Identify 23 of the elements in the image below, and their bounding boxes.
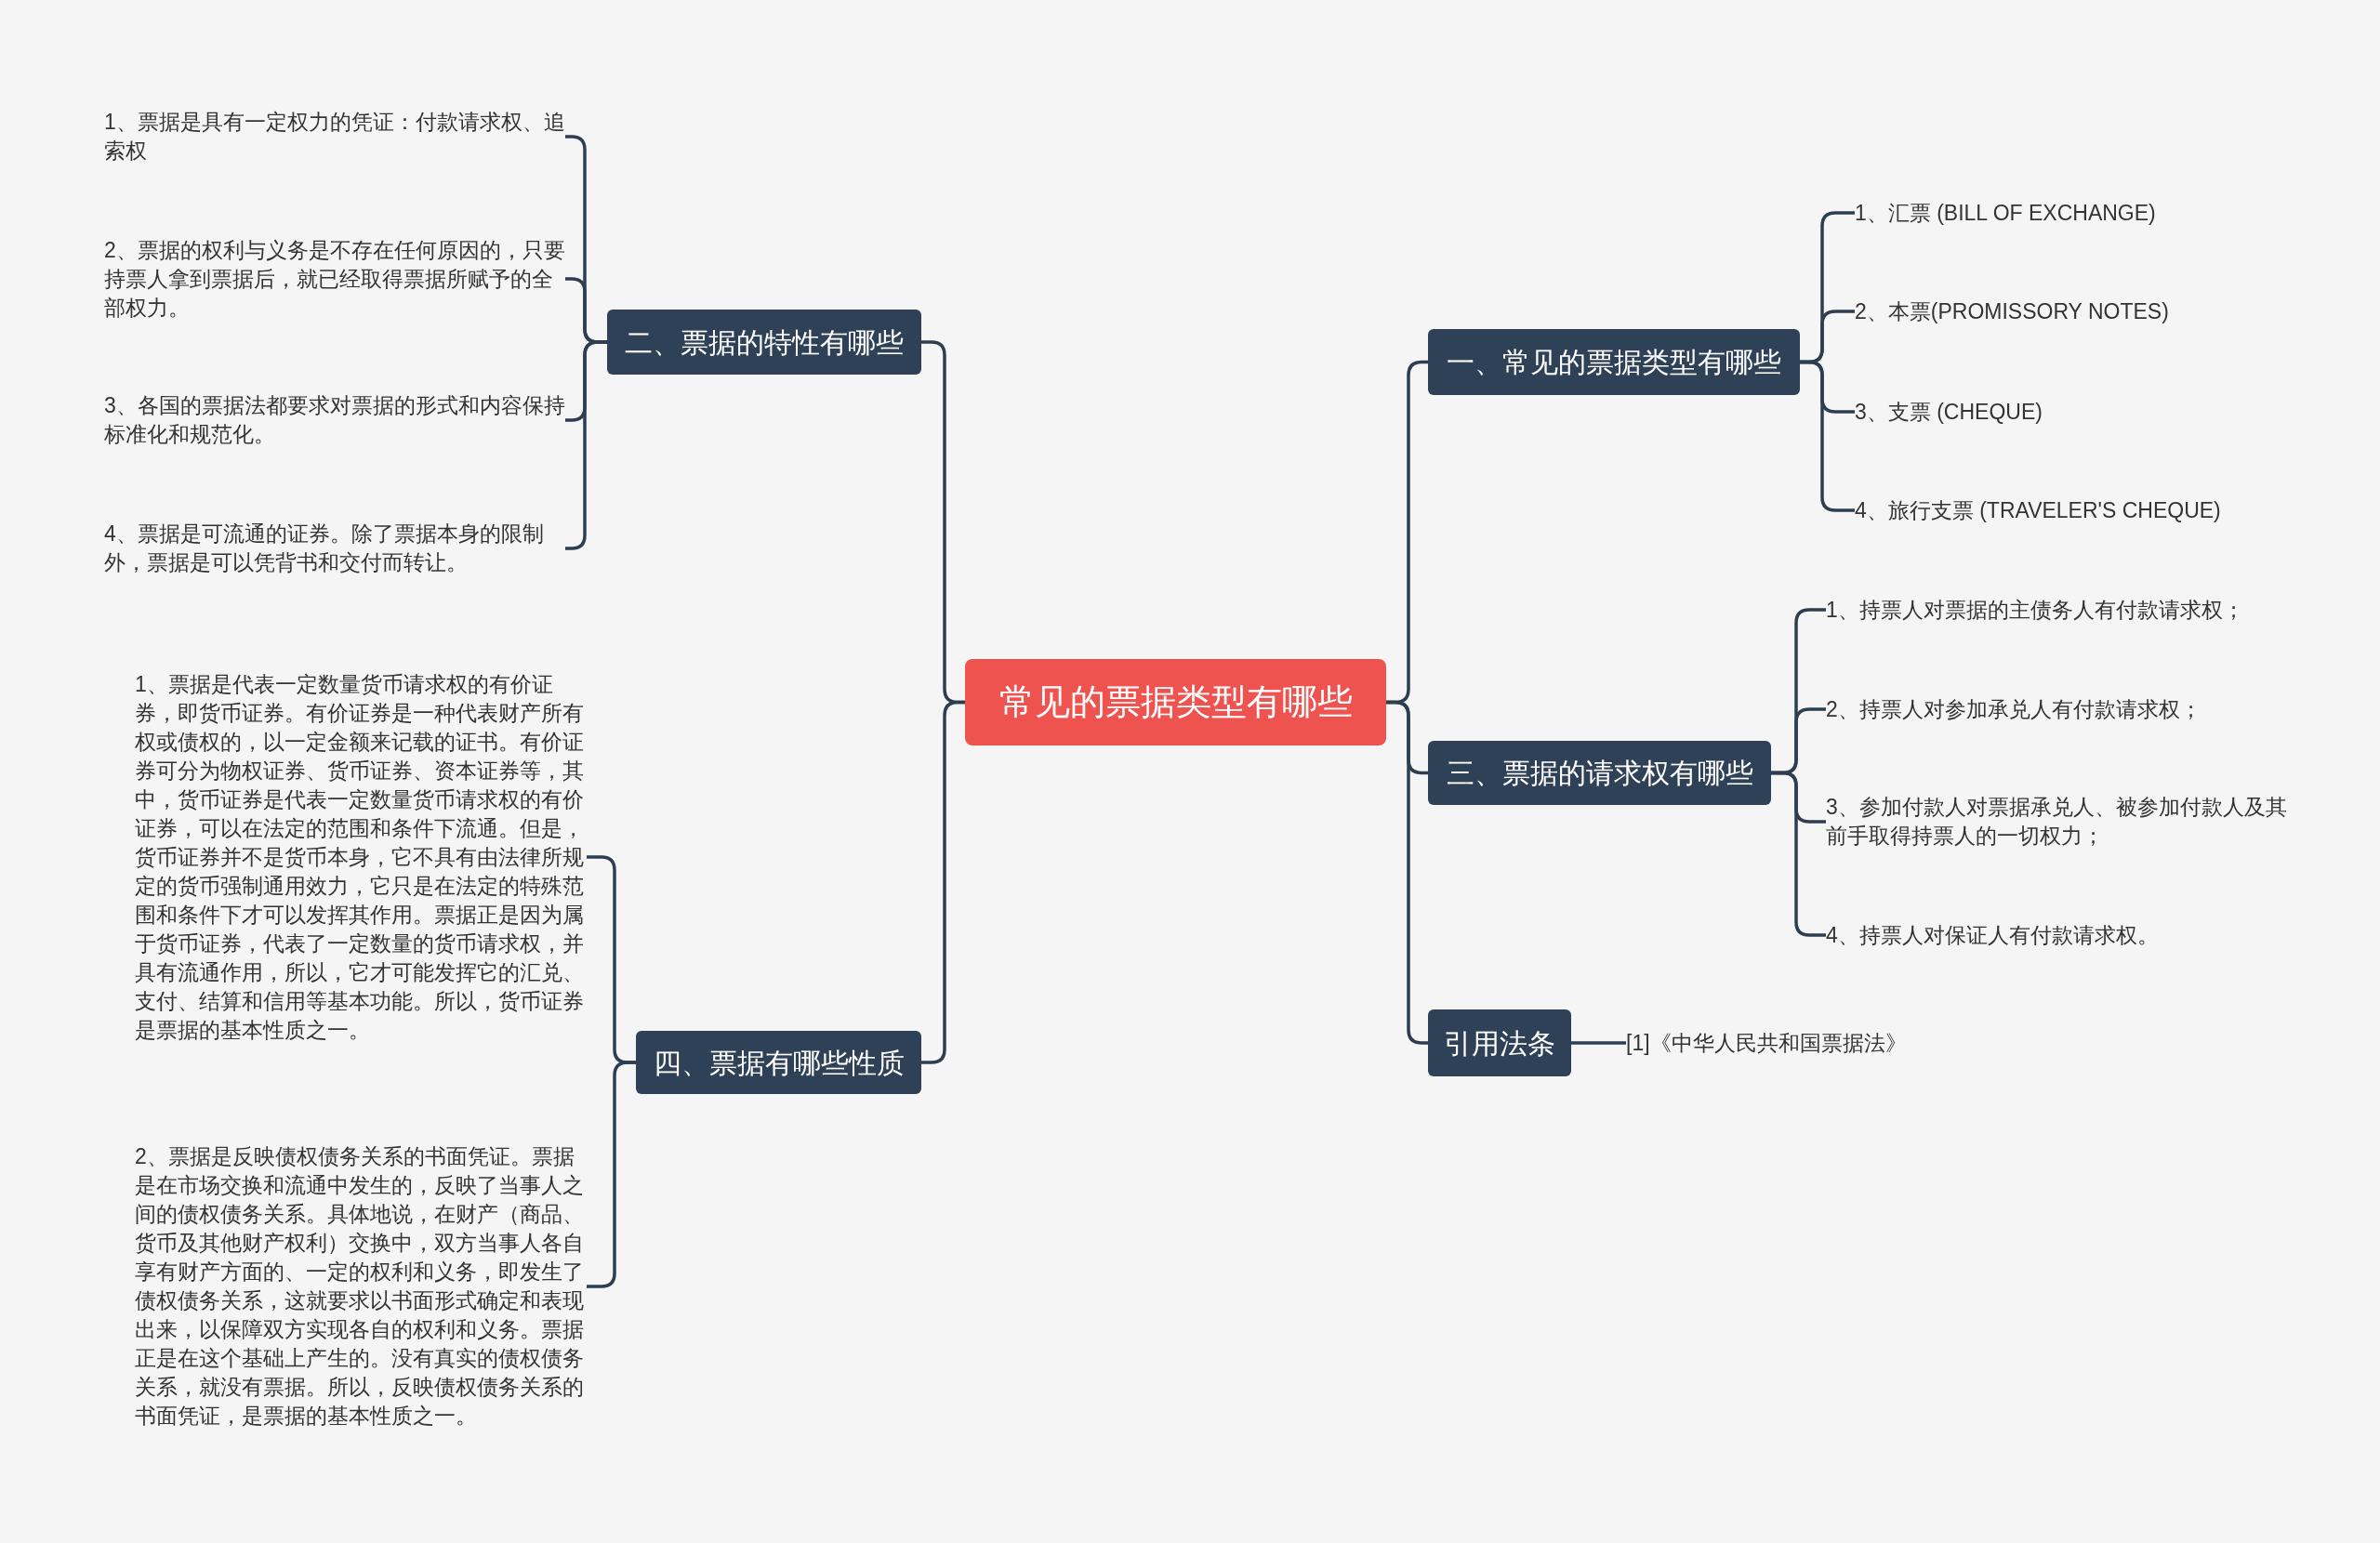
subtopic-text: 4、持票人对保证人有付款请求权。 bbox=[1826, 917, 2328, 954]
subtopic-text: 1、持票人对票据的主债务人有付款请求权； bbox=[1826, 591, 2328, 628]
topic-box: 四、票据有哪些性质 bbox=[636, 1031, 921, 1094]
subtopic-text: 1、汇票 (BILL OF EXCHANGE) bbox=[1855, 194, 2338, 231]
topic-box: 一、常见的票据类型有哪些 bbox=[1428, 329, 1800, 395]
subtopic-text: 3、参加付款人对票据承兑人、被参加付款人及其前手取得持票人的一切权力； bbox=[1826, 789, 2291, 854]
topic-box: 三、票据的请求权有哪些 bbox=[1428, 741, 1771, 805]
subtopic-text: 2、本票(PROMISSORY NOTES) bbox=[1855, 293, 2338, 330]
subtopic-text: 1、票据是代表一定数量货币请求权的有价证券，即货币证券。有价证券是一种代表财产所有权或债权的，以一定金额来记载的证书。有价证券可分为物权证券、货币证券、资本证券等，其中，货币证券是代表一定数量货币请求权的有价证券，可以在法定的范围和条件下流通。但是，货币证券并不是货币本身，它不具有由法律所规定的货币强制通用效力，它只是在法定的特殊范围和条件下才可以发挥其作用。票据正是因为属于货币证券，代表了一定数量的货币请求权，并具有流通作用，所以，它才可能发挥它的汇兑、支付、结算和信用等基本功能。所以，货币证券是票据的基本性质之一。 bbox=[135, 649, 587, 1065]
subtopic-text: 3、支票 (CHEQUE) bbox=[1855, 393, 2338, 430]
topic-box: 引用法条 bbox=[1428, 1009, 1571, 1076]
connector-line bbox=[921, 700, 965, 1064]
subtopic-text: 1、票据是具有一定权力的凭证：付款请求权、追索权 bbox=[104, 99, 565, 174]
subtopic-text: 2、票据是反映债权债务关系的书面凭证。票据是在市场交换和流通中发生的，反映了当事人之间的债权债务关系。具体地说，在财产（商品、货币及其他财产权利）交换中，双方当事人各自享有财产方面的、一定的权利和义务，即发生了债权债务关系，这就要求以书面形式确定和表现出来，以保障双方实现各自的权利和义务。票据正是在这个基础上产生的。没有真实的债权债务关系，就没有票据。所以，反映债权债务关系的书面凭证，是票据的基本性质之一。 bbox=[135, 1123, 587, 1450]
subtopic-text: [1]《中华人民共和国票据法》 bbox=[1626, 1024, 2016, 1062]
connector-line bbox=[1571, 1041, 1626, 1045]
subtopic-text: 2、持票人对参加承兑人有付款请求权； bbox=[1826, 691, 2328, 728]
subtopic-text: 3、各国的票据法都要求对票据的形式和内容保持标准化和规范化。 bbox=[104, 388, 565, 453]
subtopic-text: 4、旅行支票 (TRAVELER'S CHEQUE) bbox=[1855, 492, 2338, 529]
central-topic-box: 常见的票据类型有哪些 bbox=[965, 659, 1386, 745]
subtopic-text: 2、票据的权利与义务是不存在任何原因的，只要持票人拿到票据后，就已经取得票据所赋予的全部权力。 bbox=[104, 231, 565, 327]
topic-box: 二、票据的特性有哪些 bbox=[607, 310, 921, 375]
subtopic-text: 4、票据是可流通的证券。除了票据本身的限制外，票据是可以凭背书和交付而转让。 bbox=[104, 516, 565, 581]
